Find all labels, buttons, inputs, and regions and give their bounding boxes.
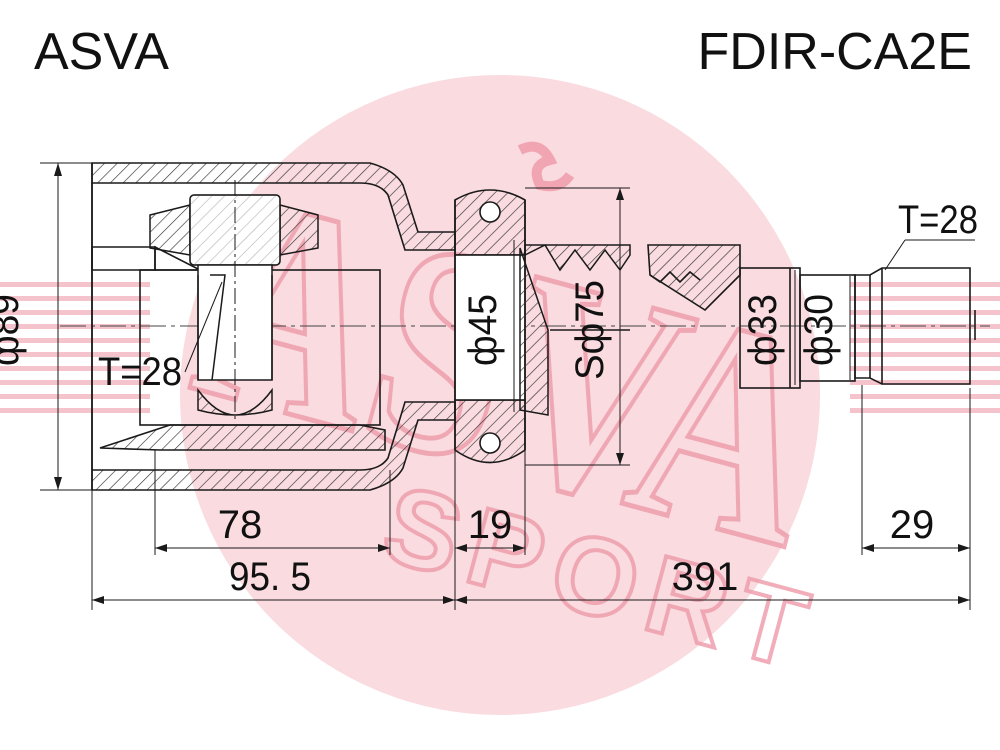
part-number: FDIR-CA2E bbox=[697, 23, 972, 81]
dim-sphere-diameter: Sф75 bbox=[568, 280, 612, 380]
boot-clamp-flange bbox=[454, 189, 526, 464]
dim-flange-width: 19 bbox=[468, 503, 513, 547]
housing-section bbox=[91, 162, 456, 491]
dim-boot-diameter: ф45 bbox=[461, 294, 505, 366]
brand-title: ASVA bbox=[34, 23, 169, 81]
dim-housing-length: 78 bbox=[218, 503, 263, 547]
dim-overall-left: 95. 5 bbox=[229, 555, 311, 599]
dim-outer-thread-right: T=28 bbox=[898, 198, 978, 242]
watermark-emblem bbox=[517, 141, 575, 192]
dim-spline-length: 29 bbox=[890, 503, 935, 547]
tripod-spider bbox=[149, 180, 319, 420]
boot-convolutions bbox=[519, 244, 631, 416]
dim-shaft-diameter-1: ф33 bbox=[741, 294, 785, 366]
dimension-arrows bbox=[54, 163, 970, 604]
dimension-labels: ф89 T=28 ф45 Sф75 ф33 ф30 T=28 78 19 29 … bbox=[0, 198, 978, 599]
spline-end bbox=[854, 267, 976, 385]
dimension-lines bbox=[40, 162, 975, 610]
dim-shaft-diameter-2: ф30 bbox=[797, 294, 841, 366]
dim-inner-thread-left: T=28 bbox=[98, 350, 182, 394]
dim-housing-diameter: ф89 bbox=[0, 294, 27, 366]
watermark-logo: ASVA SPORT bbox=[0, 75, 1000, 715]
shaft-section bbox=[647, 244, 856, 389]
dim-overall-right: 391 bbox=[672, 555, 739, 599]
